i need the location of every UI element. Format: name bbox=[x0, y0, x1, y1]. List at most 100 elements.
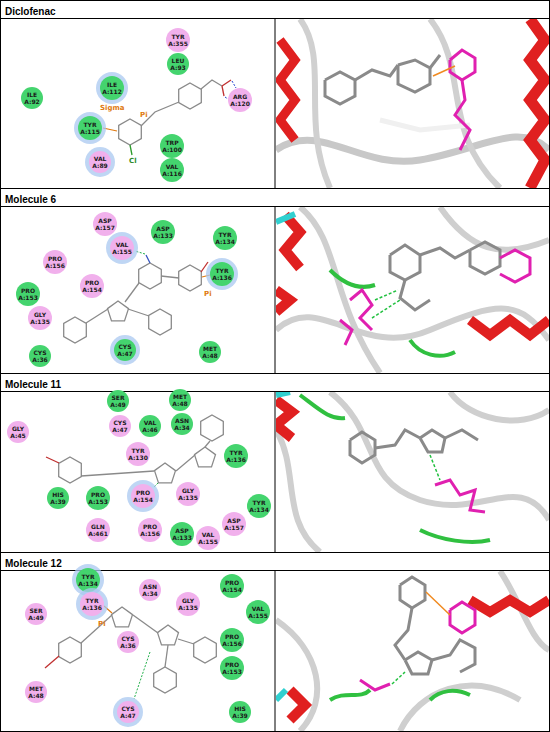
residue-text: CYSA:47 bbox=[112, 419, 128, 433]
residue-text: ASPA:157 bbox=[95, 217, 115, 231]
row-header: Diclofenac bbox=[0, 0, 550, 19]
residue-label: VALA:46 bbox=[142, 419, 158, 433]
residue-text: PROA:156 bbox=[222, 633, 242, 647]
residue-circle: VALA:46 bbox=[139, 415, 161, 437]
residue-text: TYRA:115 bbox=[80, 121, 100, 135]
residue-label: GLYA:135 bbox=[178, 597, 198, 611]
row-title: Molecule 6 bbox=[1, 191, 56, 208]
residue-circle: ASPA:133 bbox=[170, 522, 194, 546]
residue-label: GLYA:135 bbox=[30, 311, 50, 325]
residue-circle: HISA:39 bbox=[47, 487, 69, 509]
residue-label: HISA:39 bbox=[50, 491, 66, 505]
residue-label: PROA:156 bbox=[45, 255, 65, 269]
residue-text: ASNA:34 bbox=[142, 583, 158, 597]
residue-circle: CYSA:36 bbox=[29, 345, 51, 367]
residue-text: ARGA:120 bbox=[230, 93, 250, 107]
residue-circle: PROA:156 bbox=[138, 518, 162, 542]
residue-text: META:48 bbox=[202, 345, 218, 359]
residue-label: PROA:153 bbox=[88, 491, 108, 505]
row-header: Molecule 6 bbox=[0, 188, 550, 207]
residue-circle: GLYA:135 bbox=[176, 482, 200, 506]
residue-circle: PROA:153 bbox=[16, 282, 40, 306]
row-header: Molecule 11 bbox=[0, 373, 550, 392]
residue-text: PROA:156 bbox=[45, 255, 65, 269]
residue-text: GLYA:45 bbox=[10, 425, 26, 439]
residue-text: TRPA:100 bbox=[162, 139, 182, 153]
residue-label: ILEA:112 bbox=[102, 81, 122, 95]
residue-text: TYRA:134 bbox=[78, 573, 98, 587]
residue-label: PROA:153 bbox=[18, 287, 38, 301]
residue-text: VALA:116 bbox=[162, 163, 182, 177]
row-title: Molecule 12 bbox=[1, 555, 62, 572]
residue-circle: SERA:49 bbox=[25, 603, 47, 625]
residue-label: VALA:89 bbox=[92, 155, 108, 169]
residue-label: ASPA:133 bbox=[153, 225, 173, 239]
residue-text: CYSA:36 bbox=[120, 635, 136, 649]
residue-circle: ASPA:157 bbox=[93, 212, 117, 236]
residue-circle: CYSA:36 bbox=[117, 631, 139, 653]
residue-circle: VALA:155 bbox=[246, 600, 270, 624]
residue-circle: TRPA:100 bbox=[160, 134, 184, 158]
residue-circle: VALA:89 bbox=[89, 151, 111, 173]
residue-circle: CYSA:47 bbox=[117, 701, 139, 723]
residue-text: TYRA:136 bbox=[82, 597, 102, 611]
residue-text: CYSA:47 bbox=[117, 343, 133, 357]
residue-label: TYRA:355 bbox=[168, 33, 188, 47]
residue-text: HISA:39 bbox=[50, 491, 66, 505]
residue-circle: LEUA:93 bbox=[167, 53, 189, 75]
residue-text: TYRA:134 bbox=[215, 231, 235, 245]
residue-label: VALA:155 bbox=[198, 531, 218, 545]
residue-label: TYRA:134 bbox=[78, 573, 98, 587]
residue-text: ILEA:112 bbox=[102, 81, 122, 95]
residue-text: GLNA:461 bbox=[88, 523, 108, 537]
residue-circle: TYRA:136 bbox=[224, 444, 248, 468]
residue-text: PROA:153 bbox=[88, 491, 108, 505]
residue-text: VALA:155 bbox=[198, 531, 218, 545]
residue-circle: META:48 bbox=[199, 341, 221, 363]
residue-circle: TYRA:134 bbox=[76, 568, 100, 592]
residue-label: GLYA:135 bbox=[178, 487, 198, 501]
residue-label: PROA:154 bbox=[222, 579, 242, 593]
residue-text: TYRA:130 bbox=[128, 447, 148, 461]
residue-label: PROA:156 bbox=[140, 523, 160, 537]
residue-text: LEUA:93 bbox=[170, 57, 186, 71]
residue-text: PROA:154 bbox=[222, 579, 242, 593]
residue-circle: PROA:154 bbox=[131, 484, 155, 508]
residue-text: TYRA:136 bbox=[226, 449, 246, 463]
residue-label: META:48 bbox=[28, 685, 44, 699]
residue-text: GLYA:135 bbox=[178, 597, 198, 611]
residue-circle: PROA:153 bbox=[220, 656, 244, 680]
residue-circle: HISA:39 bbox=[229, 701, 251, 723]
residue-text: SERA:49 bbox=[110, 394, 126, 408]
residue-circle: VALA:155 bbox=[196, 526, 220, 550]
residue-label: LEUA:93 bbox=[170, 57, 186, 71]
residue-label: ASPA:157 bbox=[224, 517, 244, 531]
residue-circle: META:48 bbox=[169, 389, 191, 411]
residue-circle: ASNA:34 bbox=[171, 413, 193, 435]
residue-circle: ARGA:120 bbox=[228, 88, 252, 112]
residue-circle: META:48 bbox=[25, 681, 47, 703]
residue-text: PROA:154 bbox=[133, 489, 153, 503]
residue-label: CYSA:47 bbox=[112, 419, 128, 433]
residue-text: VALA:89 bbox=[92, 155, 108, 169]
residue-text: ASPA:157 bbox=[224, 517, 244, 531]
interaction-label: Cl bbox=[129, 157, 137, 165]
residue-text: VALA:46 bbox=[142, 419, 158, 433]
residue-label: CYSA:36 bbox=[32, 349, 48, 363]
residue-text: GLYA:135 bbox=[178, 487, 198, 501]
residue-label: PROA:156 bbox=[222, 633, 242, 647]
residue-circle: VALA:116 bbox=[160, 158, 184, 182]
residue-circle: PROA:154 bbox=[220, 574, 244, 598]
interaction-label: Pi bbox=[204, 290, 212, 298]
residue-circle: VALA:155 bbox=[110, 236, 134, 260]
residue-circle: SERA:49 bbox=[107, 390, 129, 412]
residue-text: TYRA:134 bbox=[249, 499, 269, 513]
residue-text: VALA:155 bbox=[112, 241, 132, 255]
residue-label: VALA:155 bbox=[112, 241, 132, 255]
residue-text: GLYA:135 bbox=[30, 311, 50, 325]
residue-circle: PROA:156 bbox=[43, 250, 67, 274]
residue-label: SERA:49 bbox=[110, 394, 126, 408]
residue-text: VALA:155 bbox=[248, 605, 268, 619]
